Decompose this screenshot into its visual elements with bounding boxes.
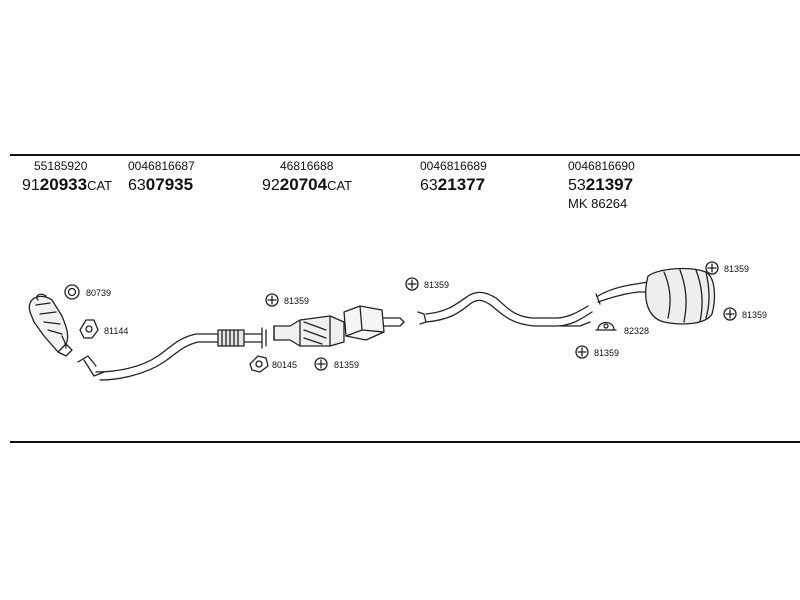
callout-81359-c: 81359 <box>424 280 449 290</box>
part-main-number: 20933 <box>39 175 88 194</box>
part-suffix: CAT <box>327 178 353 193</box>
part-main-number: 21397 <box>585 175 634 194</box>
part-column-4: 0046816689 6321377 <box>420 160 487 194</box>
hanger-81359-f-shape <box>723 307 737 321</box>
mounting-kit-number: MK 86264 <box>568 196 628 211</box>
part-number: 6307935 <box>128 175 194 194</box>
callout-81359-b: 81359 <box>334 360 359 370</box>
part-number: 9120933CAT <box>22 175 113 194</box>
part-column-3: 46816688 9220704CAT <box>262 160 352 194</box>
part-prefix: 53 <box>568 177 586 194</box>
part-column-1: 55185920 9120933CAT <box>22 160 112 194</box>
catalytic-converter-drawing <box>273 315 345 347</box>
flange-81144-shape <box>79 319 99 339</box>
intermediate-pipe-drawing <box>417 291 593 327</box>
part-column-2: 0046816687 6307935 <box>128 160 195 194</box>
gasket-80739-shape <box>64 284 80 300</box>
oem-number: 0046816689 <box>420 159 487 173</box>
part-column-5: 0046816690 5321397 MK 86264 <box>568 160 635 210</box>
callout-80739: 80739 <box>86 288 111 298</box>
part-prefix: 63 <box>420 177 438 194</box>
callout-81144: 81144 <box>104 326 128 336</box>
bottom-rule <box>10 441 800 443</box>
part-main-number: 21377 <box>437 175 486 194</box>
part-prefix: 92 <box>262 177 280 194</box>
gasket-80145-shape <box>249 355 269 373</box>
part-suffix: CAT <box>87 178 113 193</box>
manifold-catalyst-drawing <box>28 293 73 357</box>
front-silencer-drawing <box>343 305 405 341</box>
hanger-81359-b-shape <box>314 357 328 371</box>
callout-81359-a: 81359 <box>284 296 309 306</box>
front-pipe-drawing <box>77 327 267 381</box>
hanger-81359-a-shape <box>265 293 279 307</box>
callout-82328: 82328 <box>624 326 649 336</box>
oem-number: 0046816687 <box>128 159 195 173</box>
hanger-81359-d-shape <box>575 345 589 359</box>
rear-silencer-drawing <box>595 267 716 325</box>
part-number: 9220704CAT <box>262 175 353 194</box>
part-prefix: 63 <box>128 177 146 194</box>
part-main-number: 07935 <box>145 175 194 194</box>
part-number: 6321377 <box>420 175 486 194</box>
oem-number: 0046816690 <box>568 159 635 173</box>
part-number: 5321397 <box>568 175 634 194</box>
callout-81359-d: 81359 <box>594 348 619 358</box>
clamp-82328-shape <box>595 321 617 331</box>
callout-80145: 80145 <box>272 360 297 370</box>
part-main-number: 20704 <box>279 175 328 194</box>
hanger-81359-e-shape <box>705 261 719 275</box>
hanger-81359-c-shape <box>405 277 419 291</box>
callout-81359-e: 81359 <box>724 264 749 274</box>
callout-81359-f: 81359 <box>742 310 767 320</box>
oem-number: 46816688 <box>280 159 334 173</box>
top-rule <box>10 154 800 156</box>
part-prefix: 91 <box>22 177 40 194</box>
oem-number: 55185920 <box>34 159 88 173</box>
